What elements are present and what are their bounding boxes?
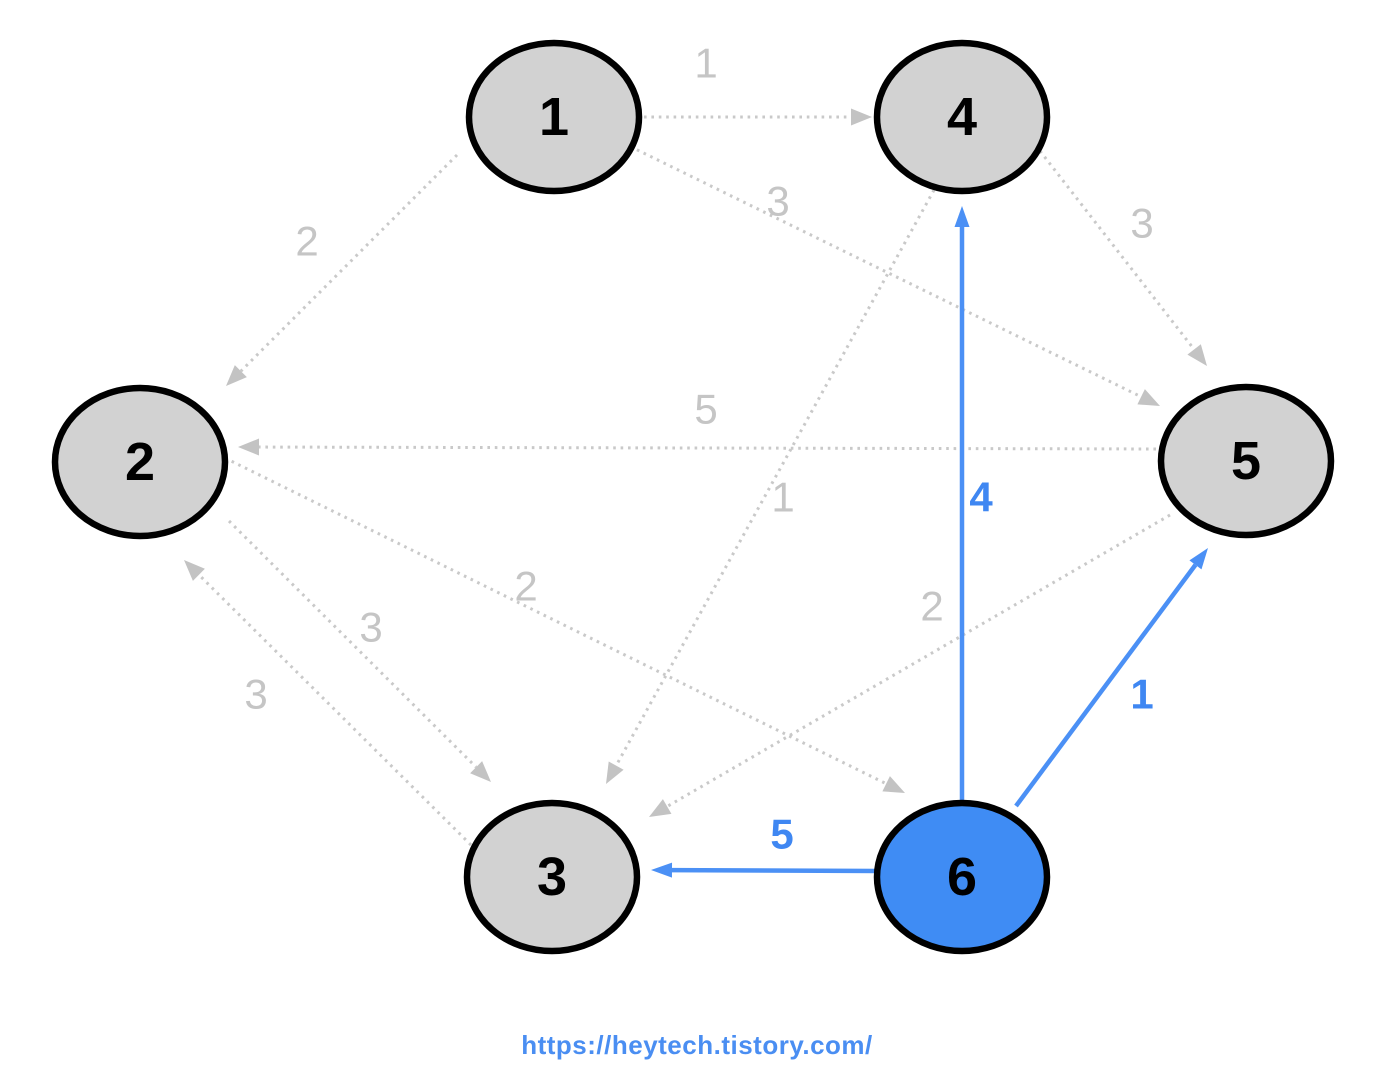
edge-4-3-weight-label: 1 bbox=[771, 474, 794, 521]
edge-5-2-weight-label: 5 bbox=[694, 386, 717, 433]
node-4-label: 4 bbox=[947, 87, 977, 147]
edge-1-5-arrowhead bbox=[1137, 389, 1160, 406]
edge-5-2 bbox=[258, 445, 1157, 451]
edge-5-3 bbox=[666, 513, 1171, 808]
edge-6-3-weight-label: 5 bbox=[770, 811, 793, 858]
edge-4-5-weight-label: 3 bbox=[1130, 200, 1153, 247]
node-6-circle bbox=[873, 799, 1051, 955]
node-1-label: 1 bbox=[539, 87, 569, 147]
edge-6-4-arrowhead bbox=[954, 206, 970, 227]
edge-4-5-arrowhead bbox=[1187, 344, 1207, 366]
edge-2-3-weight-label: 3 bbox=[359, 604, 382, 651]
node-2-circle bbox=[51, 384, 229, 540]
edge-2-3-arrowhead bbox=[470, 761, 491, 782]
edge-5-3-arrowhead bbox=[649, 799, 672, 817]
edge-4-3-arrowhead bbox=[606, 761, 624, 784]
edge-1-4-weight-label: 1 bbox=[694, 40, 717, 87]
node-1-circle bbox=[465, 39, 643, 195]
edge-1-4-arrowhead bbox=[851, 108, 872, 126]
node-5-label: 5 bbox=[1231, 431, 1261, 491]
edge-5-3-weight-label: 2 bbox=[920, 583, 943, 630]
edge-1-2-arrowhead bbox=[226, 365, 247, 386]
edge-3-2-arrowhead bbox=[184, 560, 205, 581]
edge-1-5-weight-label: 3 bbox=[766, 178, 789, 225]
node-5-circle bbox=[1157, 383, 1335, 539]
node-3-label: 3 bbox=[537, 847, 567, 907]
edge-6-5-weight-label: 1 bbox=[1130, 671, 1153, 718]
edge-2-6-weight-label: 2 bbox=[514, 563, 537, 610]
edge-3-2 bbox=[197, 573, 473, 847]
node-6-label: 6 bbox=[947, 847, 977, 907]
edge-4-5 bbox=[1038, 150, 1196, 351]
edge-2-3 bbox=[227, 519, 478, 769]
edge-6-3 bbox=[671, 867, 879, 874]
edge-2-6 bbox=[224, 456, 887, 786]
footer-link[interactable]: https://heytech.tistory.com/ bbox=[521, 1030, 873, 1060]
edge-6-3-arrowhead bbox=[651, 862, 673, 878]
edge-4-3 bbox=[614, 189, 936, 767]
edge-1-2 bbox=[239, 153, 459, 373]
edge-2-6-arrowhead bbox=[882, 776, 905, 793]
edge-1-2-weight-label: 2 bbox=[295, 218, 318, 265]
node-3-circle bbox=[463, 799, 641, 955]
node-2-label: 2 bbox=[125, 432, 155, 492]
edge-6-4-weight-label: 4 bbox=[969, 474, 993, 521]
edge-6-5-arrowhead bbox=[1189, 548, 1208, 570]
node-4-circle bbox=[873, 39, 1051, 195]
edge-5-2-arrowhead bbox=[238, 438, 260, 456]
edge-3-2-weight-label: 3 bbox=[244, 671, 267, 718]
edge-1-5 bbox=[616, 138, 1142, 399]
edge-6-5 bbox=[1014, 563, 1198, 808]
